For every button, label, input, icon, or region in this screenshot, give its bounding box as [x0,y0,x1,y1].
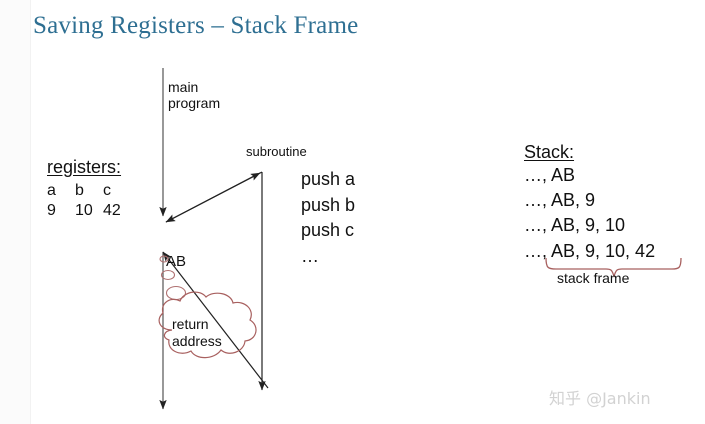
code-line-push-c: push c [301,220,355,241]
stack-frame-brace [545,257,682,278]
left-edge-strip [0,0,31,424]
main-program-label: main program [168,79,221,111]
register-name-c: c [103,182,111,199]
page-title: Saving Registers – Stack Frame [33,12,359,39]
code-line-ellipsis: … [301,245,319,266]
call-arrow-reverse [165,172,261,223]
thought-dot-medium [160,269,176,281]
stack-block: Stack: …, AB …, AB, 9 …, AB, 9, 10 …, AB… [524,142,655,264]
register-value-b: 10 [75,202,93,219]
ab-marker-label: AB [166,253,187,270]
return-address-pointer [162,251,269,389]
thought-dot-small [159,255,169,263]
register-value-a: 9 [47,202,56,219]
subroutine-label: subroutine [246,144,307,159]
register-value-c: 42 [103,202,121,219]
stack-line-2: …, AB, 9 [524,190,596,211]
stack-frame-brace-label: stack frame [557,270,630,286]
watermark: 知乎 @Jankin [549,389,651,408]
stack-line-4: …, AB, 9, 10, 42 [524,240,656,261]
stack-line-1: …, AB [524,165,576,185]
registers-heading: registers: [47,157,122,177]
registers-block: registers: a b c 9 10 42 [47,157,131,221]
code-line-push-b: push b [301,194,356,215]
thought-cloud [158,291,257,359]
register-name-a: a [47,182,56,199]
subroutine-code-block: push a push b push c … [301,167,355,269]
register-name-b: b [75,182,84,199]
stack-heading: Stack: [524,142,575,162]
return-address-label: return address [172,316,222,349]
table-row-register-values: 9 10 42 [47,201,131,221]
code-line-push-a: push a [301,169,356,189]
stack-line-3: …, AB, 9, 10 [524,215,626,236]
table-row-register-names: a b c [47,181,131,201]
registers-table: a b c 9 10 42 [47,181,131,221]
